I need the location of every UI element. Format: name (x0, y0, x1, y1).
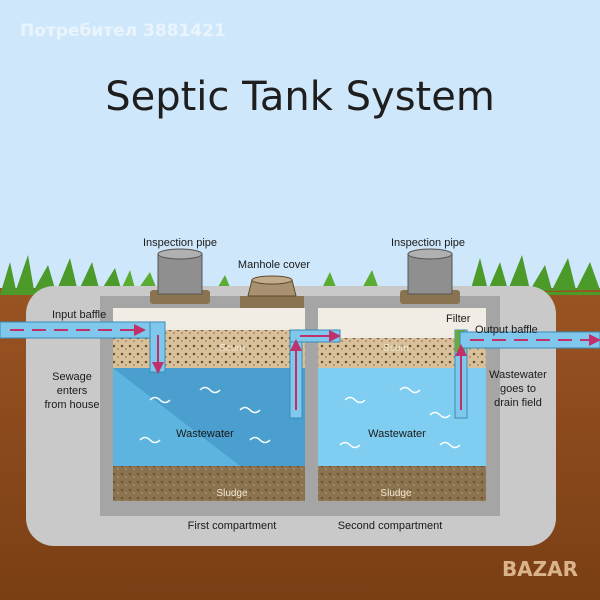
bazar-logo: BAZAR (502, 557, 578, 581)
label-inspection-pipe-right: Inspection pipe (391, 237, 465, 249)
label-inspection-pipe-left: Inspection pipe (143, 237, 217, 249)
label-manhole-cover: Manhole cover (238, 259, 310, 271)
label-wastewater-out-2: goes to (500, 383, 536, 395)
watermark: Потребител 3881421 (20, 21, 226, 41)
input-pipe (0, 321, 166, 374)
inspection-pipe-right (400, 248, 460, 304)
manhole-cover (240, 275, 304, 308)
label-sludge-2: Sludge (380, 488, 412, 499)
label-second-compartment: Second compartment (338, 520, 443, 532)
page-title: Septic Tank System (105, 74, 495, 120)
label-sewage-1: Sewage (52, 371, 92, 383)
transfer-pipe (289, 329, 341, 419)
inspection-pipe-left (150, 248, 210, 304)
label-sewage-3: from house (44, 399, 99, 411)
water-waves (139, 386, 461, 449)
label-output-baffle: Output baffle (475, 324, 538, 336)
label-sewage-2: enters (57, 385, 88, 397)
label-input-baffle: Input baffle (52, 309, 106, 321)
label-scum-1: Scum (219, 343, 245, 354)
label-scum-2: Scum (383, 343, 409, 354)
label-first-compartment: First compartment (188, 520, 277, 532)
label-filter: Filter (446, 313, 471, 325)
label-wastewater-out-1: Wastewater (489, 369, 547, 381)
label-wastewater-2: Wastewater (368, 428, 426, 440)
output-pipe (454, 329, 600, 419)
label-wastewater-out-3: drain field (494, 397, 542, 409)
label-wastewater-1: Wastewater (176, 428, 234, 440)
label-sludge-1: Sludge (216, 488, 248, 499)
